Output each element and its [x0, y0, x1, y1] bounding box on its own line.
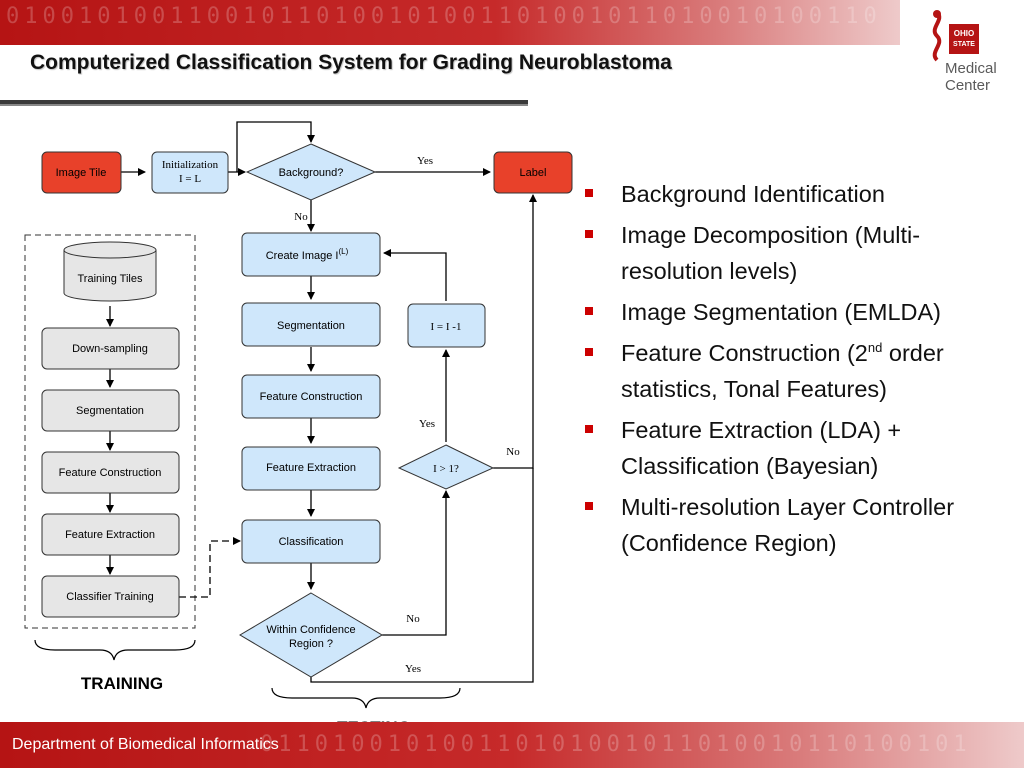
level-no-label: No: [506, 446, 520, 458]
osu-medical-center-logo: OHIO STATE Medical Center: [905, 2, 1023, 102]
conf-no-label: No: [406, 613, 420, 625]
bg-no-label: No: [294, 211, 308, 223]
bullet-marker-icon: [585, 502, 593, 510]
svg-text:Feature Construction: Feature Construction: [260, 391, 363, 403]
bullet-item: Multi-resolution Layer Controller (Confi…: [583, 489, 1003, 561]
level-yes-label: Yes: [419, 418, 435, 430]
create-image-node: Create Image I(L): [241, 232, 381, 277]
svg-text:I > 1?: I > 1?: [433, 463, 459, 475]
bullet-item: Background Identification: [583, 176, 1003, 212]
svg-text:Segmentation: Segmentation: [277, 320, 345, 332]
svg-text:Initialization: Initialization: [162, 159, 219, 171]
logo-line1: Medical: [945, 60, 997, 77]
svg-text:Segmentation: Segmentation: [76, 405, 144, 417]
bullet-item: Image Decomposition (Multi-resolution le…: [583, 217, 1003, 289]
svg-text:OHIO: OHIO: [954, 29, 974, 38]
svg-text:Background?: Background?: [279, 167, 344, 179]
initialization-node: Initialization I = L: [151, 151, 229, 194]
svg-text:I = I -1: I = I -1: [431, 321, 462, 333]
bullet-marker-icon: [585, 425, 593, 433]
training-caption: TRAINING: [81, 674, 163, 693]
training-group-frame: [24, 234, 196, 629]
top-banner: 0100101001100101101001010011010010110100…: [0, 0, 900, 45]
svg-text:Classifier Training: Classifier Training: [66, 591, 153, 603]
bullet-item: Image Segmentation (EMLDA): [583, 294, 1003, 330]
confidence-decision: Within Confidence Region ?: [239, 592, 383, 678]
bullet-list: Background Identification Image Decompos…: [583, 176, 1003, 566]
label-node: Label: [493, 151, 573, 194]
department-label: Department of Biomedical Informatics: [12, 736, 279, 753]
training-tiles-node: Training Tiles: [63, 241, 157, 302]
test-feature-extraction-node: Feature Extraction: [241, 446, 381, 491]
svg-text:I = L: I = L: [179, 173, 201, 185]
test-segmentation-node: Segmentation: [241, 302, 381, 347]
testing-brace: [271, 687, 461, 709]
train-feature-extraction-node: Feature Extraction: [41, 513, 180, 556]
binary-pattern: 011010010100110101001011010010110100101: [260, 732, 972, 757]
title-divider: [0, 100, 528, 106]
svg-text:Create Image I(L): Create Image I(L): [266, 247, 349, 262]
classifier-training-node: Classifier Training: [41, 575, 180, 618]
svg-text:Label: Label: [520, 167, 547, 179]
bottom-banner: 011010010100110101001011010010110100101 …: [0, 722, 1024, 768]
slide-title: Computerized Classification System for G…: [30, 51, 672, 74]
binary-pattern: 0100101001100101101001010011010010110100…: [6, 4, 882, 29]
svg-text:Training Tiles: Training Tiles: [77, 273, 143, 285]
background-decision: Background?: [245, 143, 377, 201]
decrement-node: I = I -1: [407, 303, 486, 348]
training-brace: [34, 639, 196, 661]
bullet-item: Feature Construction (2nd order statisti…: [583, 335, 1003, 407]
svg-text:Within Confidence: Within Confidence: [266, 624, 355, 636]
svg-text:Feature Extraction: Feature Extraction: [65, 529, 155, 541]
svg-text:Region ?: Region ?: [289, 638, 333, 650]
train-feature-construction-node: Feature Construction: [41, 451, 180, 494]
classification-node: Classification: [241, 519, 381, 564]
logo-line2: Center: [945, 77, 991, 94]
level-check-decision: I > 1?: [397, 444, 495, 490]
svg-text:Image Tile: Image Tile: [56, 167, 107, 179]
bullet-item: Feature Extraction (LDA) + Classificatio…: [583, 412, 1003, 484]
bullet-marker-icon: [585, 307, 593, 315]
svg-text:Feature Construction: Feature Construction: [59, 467, 162, 479]
osu-logo-icon: OHIO STATE: [932, 10, 979, 62]
svg-text:STATE: STATE: [953, 41, 975, 48]
conf-yes-label: Yes: [405, 663, 421, 675]
bullet-marker-icon: [585, 230, 593, 238]
svg-text:Down-sampling: Down-sampling: [72, 343, 148, 355]
bg-yes-label: Yes: [417, 155, 433, 167]
svg-text:Feature Extraction: Feature Extraction: [266, 462, 356, 474]
flowchart: Image Tile Initialization I = L Backgrou…: [24, 121, 573, 737]
bullet-marker-icon: [585, 189, 593, 197]
test-feature-construction-node: Feature Construction: [241, 374, 381, 419]
down-sampling-node: Down-sampling: [41, 327, 180, 370]
image-tile-node: Image Tile: [41, 151, 122, 194]
svg-text:Classification: Classification: [279, 536, 344, 548]
bullet-marker-icon: [585, 348, 593, 356]
train-segmentation-node: Segmentation: [41, 389, 180, 432]
